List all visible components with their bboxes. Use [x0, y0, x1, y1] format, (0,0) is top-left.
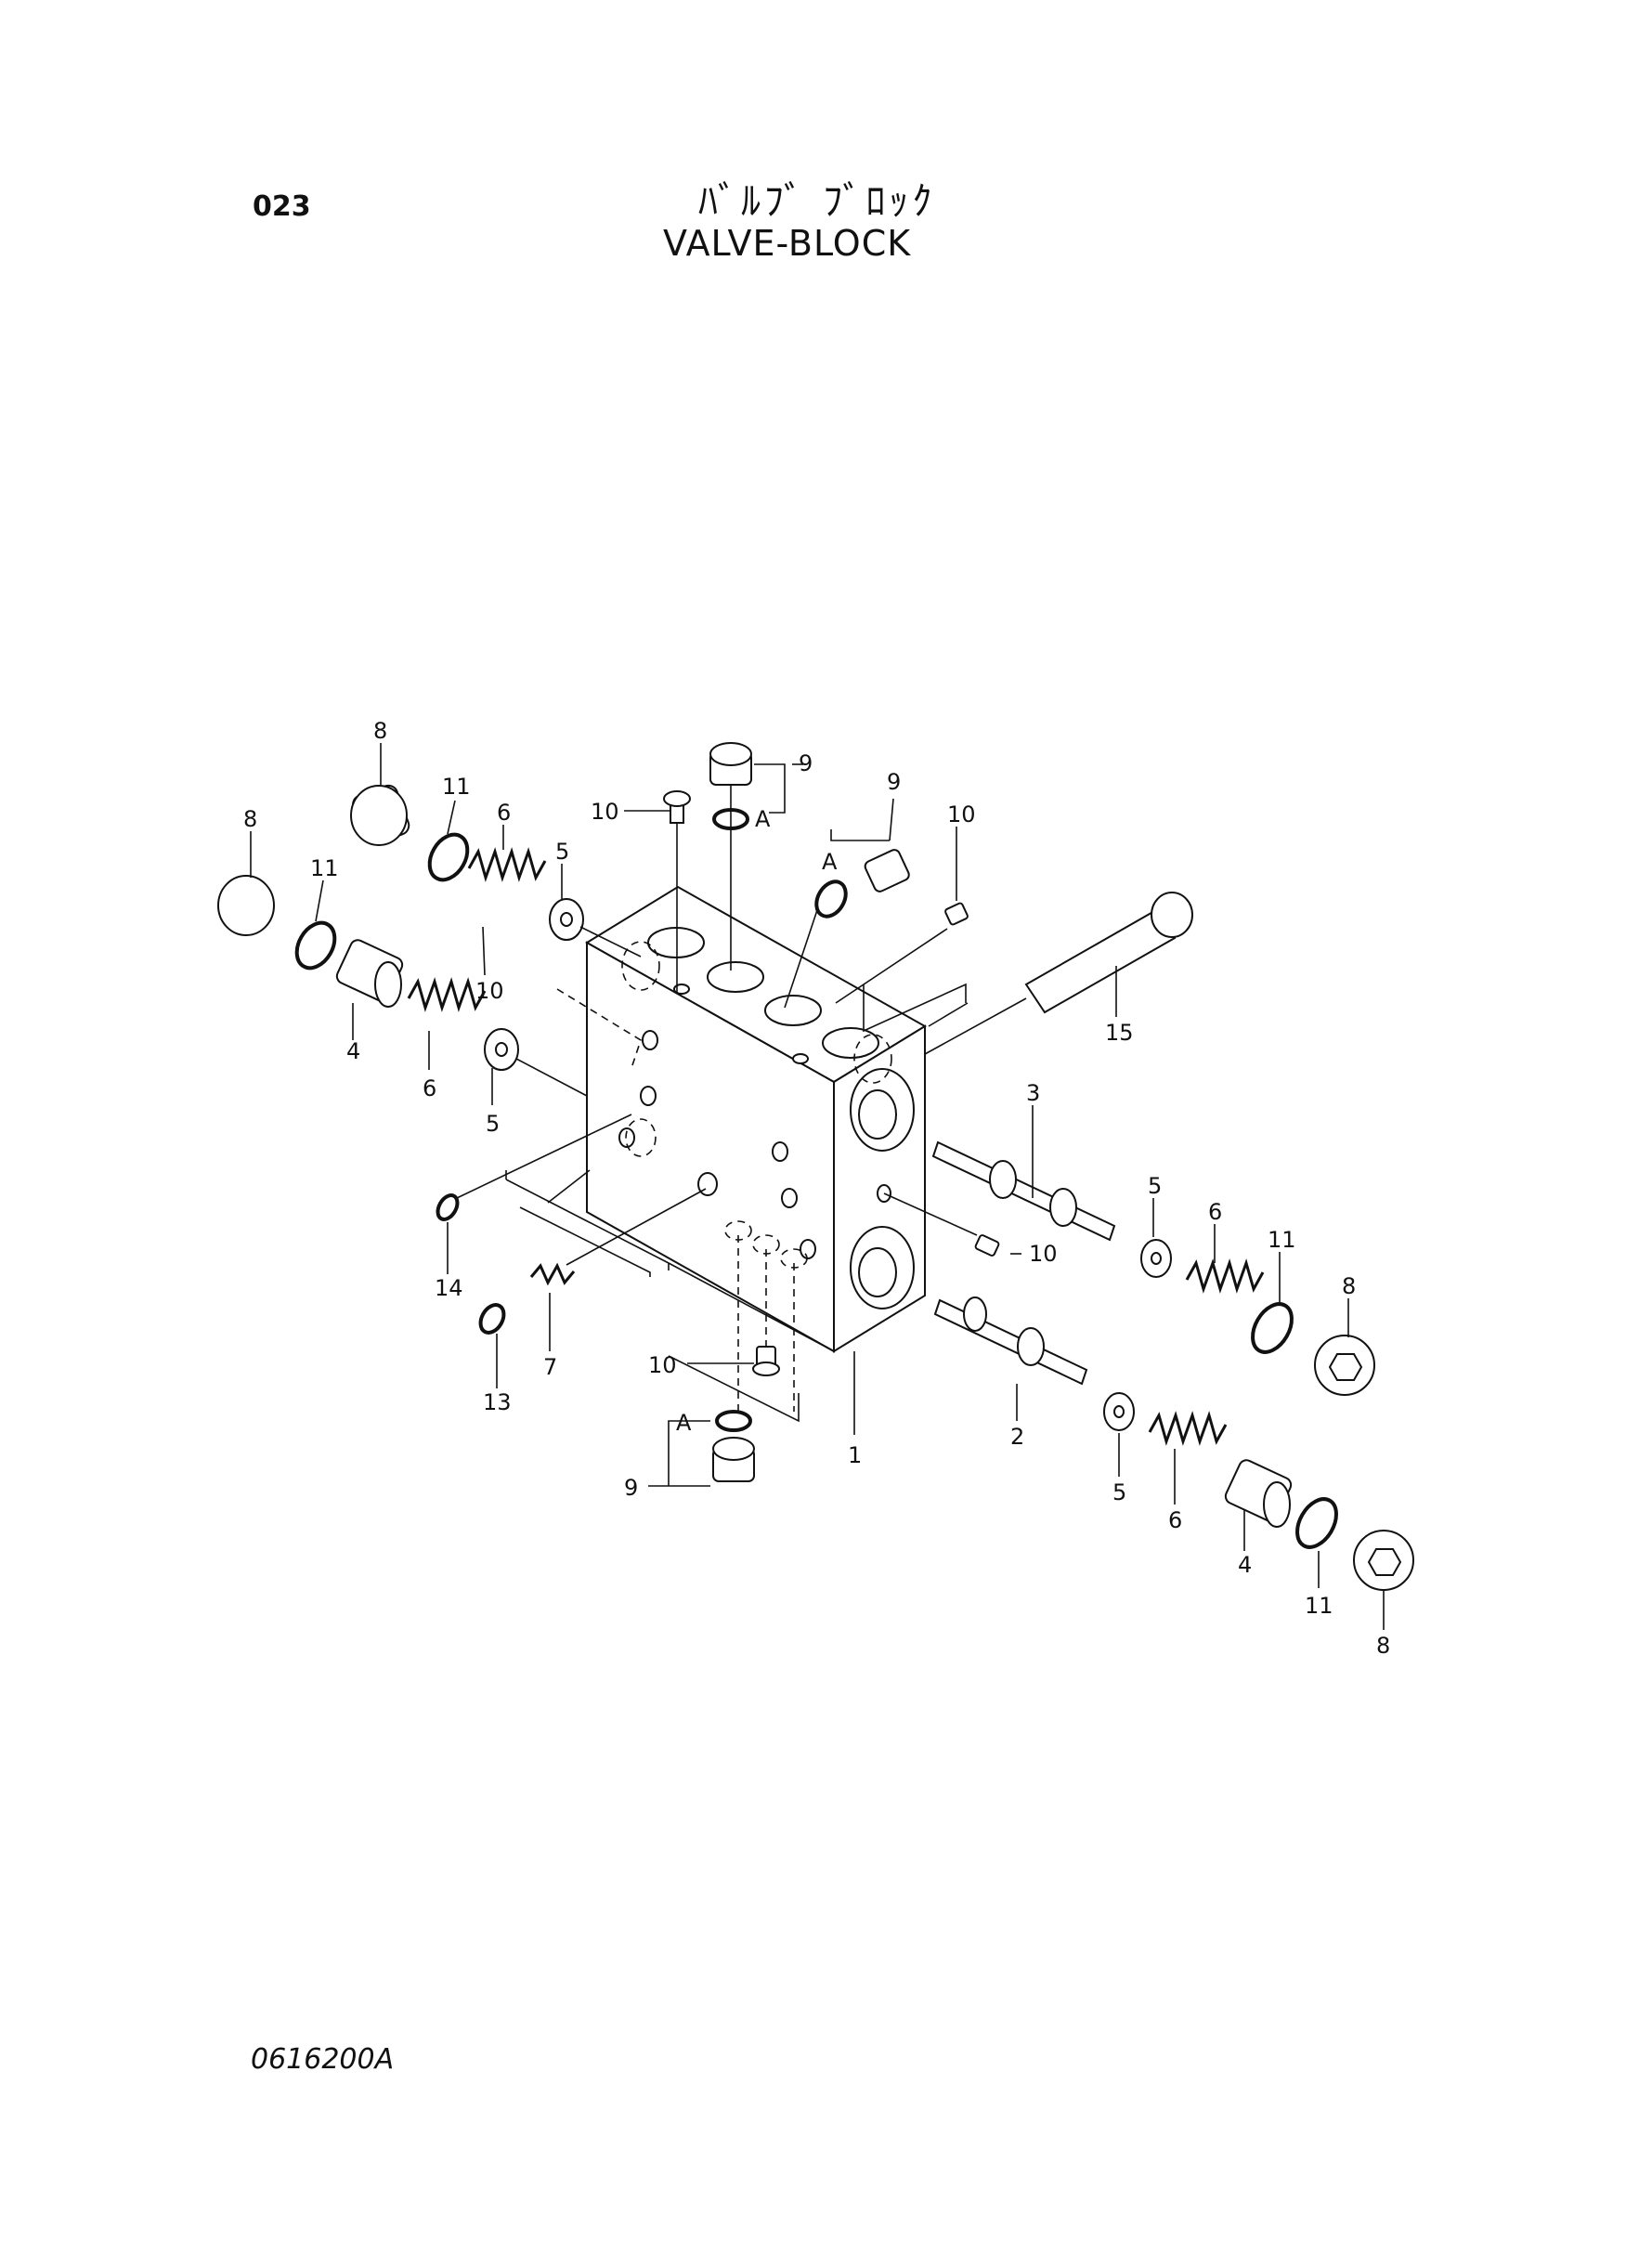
callout-part-5: 5	[1112, 1479, 1126, 1505]
callout-part-5: 5	[555, 839, 569, 865]
valve-block-body	[556, 885, 927, 1412]
callout-part-6: 6	[1168, 1507, 1182, 1533]
reference-mark-a: A	[755, 806, 771, 832]
callout-part-15: 15	[1105, 1020, 1134, 1046]
lower-right-spool-assembly	[933, 1296, 1414, 1591]
bolt-assembly	[924, 892, 1193, 1055]
bottom-plug-assembly	[436, 1114, 1000, 1482]
callout-part-3: 3	[1026, 1080, 1040, 1106]
top-plug-assembly	[663, 742, 969, 1009]
callout-part-11: 11	[310, 855, 339, 881]
callout-part-10: 10	[1029, 1241, 1058, 1267]
reference-mark-a: A	[822, 849, 838, 875]
upper-left-plug-assembly	[350, 784, 642, 958]
callout-part-6: 6	[1208, 1199, 1222, 1225]
callout-part-2: 2	[1010, 1424, 1024, 1450]
leader-lines	[250, 743, 1385, 1630]
reference-mark-a: A	[676, 1410, 692, 1436]
callout-part-10: 10	[947, 801, 976, 827]
callout-part-4: 4	[346, 1038, 360, 1064]
callout-labels: 1 2 3 4 4 5 5 5 5 6 6 6 6 7 8 8 8 8 9 9 …	[243, 718, 1390, 1659]
callout-part-8: 8	[373, 718, 387, 744]
callout-part-8: 8	[243, 806, 257, 832]
callout-part-13: 13	[483, 1389, 512, 1415]
callout-part-1: 1	[848, 1442, 862, 1468]
callout-part-11: 11	[442, 774, 471, 800]
callout-part-10: 10	[648, 1352, 677, 1378]
middle-left-plug-assembly	[217, 875, 588, 1097]
callout-part-8: 8	[1376, 1633, 1390, 1659]
drawing-code: 0616200A	[251, 2043, 395, 2076]
callout-part-9: 9	[799, 750, 813, 776]
callout-part-5: 5	[486, 1111, 500, 1137]
callout-part-14: 14	[435, 1275, 463, 1301]
callout-part-8: 8	[1342, 1273, 1356, 1299]
callout-part-5: 5	[1148, 1173, 1162, 1199]
callout-part-11: 11	[1268, 1227, 1296, 1253]
upper-right-spool-assembly	[931, 1140, 1375, 1396]
callout-part-7: 7	[543, 1354, 557, 1380]
page-title: VALVE-BLOCK	[663, 223, 912, 264]
callout-part-10: 10	[591, 799, 619, 825]
callout-part-11: 11	[1305, 1593, 1333, 1619]
callout-part-9: 9	[887, 769, 901, 795]
callout-part-6: 6	[497, 800, 511, 826]
callout-part-10: 10	[475, 978, 504, 1004]
page-title-japanese: ﾊﾞﾙﾌﾞ ﾌﾞﾛｯｸ	[698, 178, 936, 224]
callout-part-9: 9	[624, 1475, 638, 1501]
callout-part-4: 4	[1238, 1552, 1252, 1578]
page-number: 023	[253, 190, 311, 223]
callout-part-6: 6	[423, 1075, 436, 1101]
